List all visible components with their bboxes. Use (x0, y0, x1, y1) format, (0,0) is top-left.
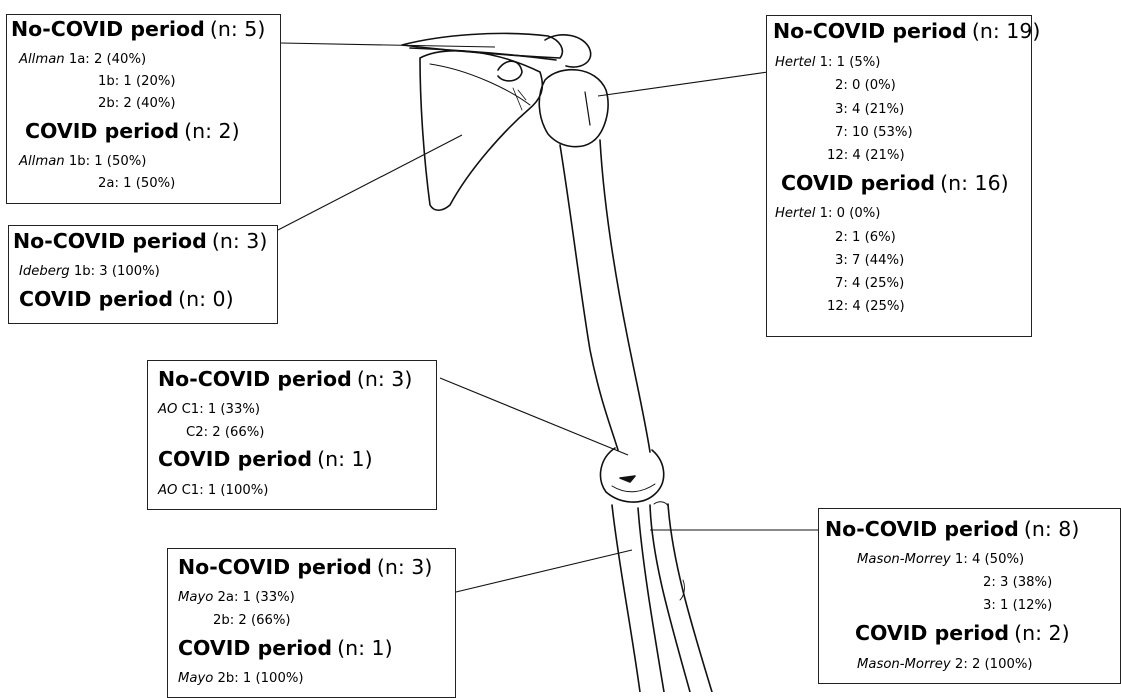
leader-line-clavicle (281, 43, 495, 47)
class-row: Mason-Morrey 2: 2 (100%) (857, 657, 1033, 672)
class-row: Mayo 2a: 1 (33%) (178, 590, 295, 605)
no-covid-heading: No-COVID period (n: 3) (13, 229, 267, 253)
class-row: 7: 4 (25%) (835, 276, 904, 291)
class-row: 2: 1 (6%) (835, 230, 896, 245)
covid-heading: COVID period (n: 2) (855, 621, 1070, 645)
covid-heading: COVID period (n: 2) (25, 119, 240, 143)
class-row: 3: 7 (44%) (835, 253, 904, 268)
radius-bone (650, 505, 690, 692)
distal-humerus-fracture-box: No-COVID period (n: 3) AO C1: 1 (33%) C2… (147, 360, 437, 510)
no-covid-heading: No-COVID period (n: 19) (773, 19, 1040, 43)
class-row: 7: 10 (53%) (835, 125, 913, 140)
class-row: Mason-Morrey 1: 4 (50%) (857, 552, 1024, 567)
no-covid-heading: No-COVID period (n: 5) (11, 17, 265, 41)
no-covid-heading: No-COVID period (n: 8) (825, 517, 1079, 541)
class-row: 2b: 2 (66%) (213, 613, 291, 628)
class-row: Allman 1b: 1 (50%) (19, 154, 146, 169)
covid-heading: COVID period (n: 0) (19, 287, 234, 311)
radial-head-fracture-box: No-COVID period (n: 8) Mason-Morrey 1: 4… (818, 508, 1121, 684)
class-row: 2: 3 (38%) (983, 575, 1052, 590)
no-covid-heading: No-COVID period (n: 3) (158, 367, 412, 391)
class-row: Allman 1a: 2 (40%) (19, 52, 146, 67)
leader-line-scapula (278, 135, 462, 230)
leader-line-proximal-humerus (598, 72, 768, 96)
class-row: 2a: 1 (50%) (98, 176, 175, 191)
elbow-joint (600, 448, 663, 502)
proximal-humerus-fracture-box: No-COVID period (n: 19) Hertel 1: 1 (5%)… (766, 15, 1032, 337)
class-row: C2: 2 (66%) (186, 425, 264, 440)
class-row: Hertel 1: 1 (5%) (775, 55, 880, 70)
class-row: 2: 0 (0%) (835, 78, 896, 93)
class-row: 3: 1 (12%) (983, 598, 1052, 613)
class-row: Hertel 1: 0 (0%) (775, 206, 880, 221)
covid-heading: COVID period (n: 1) (178, 636, 393, 660)
class-row: 1b: 1 (20%) (98, 74, 176, 89)
class-row: AO C1: 1 (100%) (158, 483, 268, 498)
class-row: 2b: 2 (40%) (98, 96, 176, 111)
humerus-shaft (560, 145, 618, 450)
ulna-bone (612, 505, 640, 692)
class-row: 12: 4 (21%) (827, 148, 905, 163)
leader-line-olecranon (456, 550, 632, 592)
scapula-bone (420, 51, 542, 210)
humeral-head (539, 70, 608, 147)
class-row: Ideberg 1b: 3 (100%) (19, 264, 160, 279)
class-row: 12: 4 (25%) (827, 299, 905, 314)
clavicle-fracture-box: No-COVID period (n: 5) Allman 1a: 2 (40%… (6, 14, 281, 204)
class-row: 3: 4 (21%) (835, 102, 904, 117)
covid-heading: COVID period (n: 1) (158, 447, 373, 471)
class-row: Mayo 2b: 1 (100%) (178, 671, 304, 686)
olecranon-fracture-box: No-COVID period (n: 3) Mayo 2a: 1 (33%) … (167, 548, 456, 698)
no-covid-heading: No-COVID period (n: 3) (178, 555, 432, 579)
scapula-fracture-box: No-COVID period (n: 3) Ideberg 1b: 3 (10… (8, 225, 278, 324)
covid-heading: COVID period (n: 16) (781, 171, 1009, 195)
class-row: AO C1: 1 (33%) (158, 402, 260, 417)
